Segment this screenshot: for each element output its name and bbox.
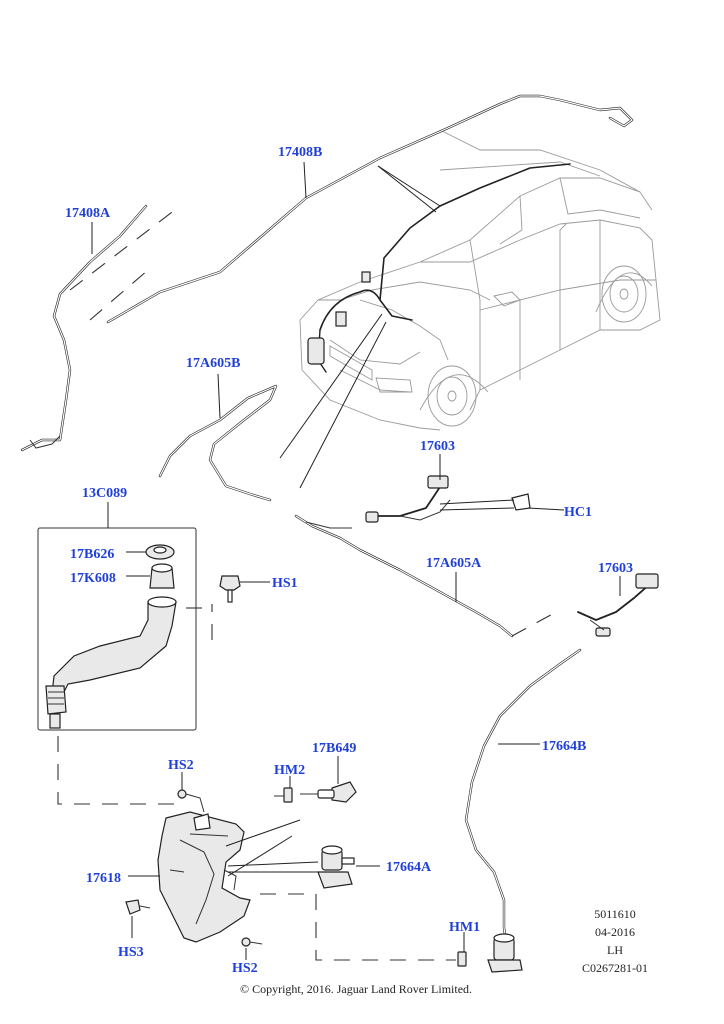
pump-17664A[interactable] [317, 845, 355, 889]
dash-route-bottom [260, 893, 456, 961]
callout-17664A[interactable]: 17664A [386, 860, 432, 875]
callout-HC1[interactable]: HC1 [564, 505, 592, 520]
callout-17664B[interactable]: 17664B [542, 739, 586, 754]
callout-17B626[interactable]: 17B626 [70, 547, 114, 562]
hose-17408B[interactable] [106, 94, 634, 324]
dash-17408A [69, 205, 181, 291]
connector-HM1[interactable] [457, 951, 467, 967]
dash-17A605A [511, 609, 561, 637]
hose-17664B[interactable] [464, 648, 582, 942]
callout-HS3[interactable]: HS3 [118, 945, 144, 960]
dash-17408A-2 [89, 269, 149, 321]
clip-HS1[interactable] [219, 575, 241, 603]
leader-roof [377, 165, 441, 207]
hose-17A605B[interactable] [158, 384, 278, 502]
callout-17K608[interactable]: 17K608 [70, 571, 116, 586]
filter-17K608[interactable] [149, 563, 175, 589]
ref-line-4: C0267281-01 [582, 961, 648, 975]
filler-neck-13C089[interactable] [45, 596, 177, 729]
hose-17A605A[interactable] [294, 514, 514, 638]
connector-17603-top[interactable] [365, 475, 451, 523]
clip-HS2-top[interactable] [177, 789, 205, 813]
leader-HC1 [439, 499, 565, 511]
reference-block: 5011610 04-2016 LH C0267281-01 [582, 907, 648, 975]
callout-17618[interactable]: 17618 [86, 871, 121, 886]
cap-17B626[interactable] [145, 544, 175, 560]
callout-HS2-top[interactable]: HS2 [168, 758, 194, 773]
callout-labels: 17408B 17408A 17A605B 17603 HC1 13C089 1… [65, 145, 633, 976]
reservoir-17618[interactable] [157, 811, 251, 943]
clip-HS2-bottom[interactable] [241, 937, 263, 947]
callout-HM1[interactable]: HM1 [449, 920, 480, 935]
ref-line-1: 5011610 [594, 907, 636, 921]
hose-17408A[interactable] [20, 204, 148, 452]
vehicle-illustration [299, 129, 661, 431]
assembly-box-13C089 [37, 527, 197, 731]
pump-rear[interactable] [487, 933, 523, 973]
leader-17618-pump [225, 819, 319, 877]
leader-roof-2 [377, 165, 437, 213]
callout-17603-right[interactable]: 17603 [598, 561, 633, 576]
callout-17408A[interactable]: 17408A [65, 206, 111, 221]
ref-line-2: 04-2016 [595, 925, 635, 939]
valve-17B649[interactable] [300, 781, 357, 803]
connector-HM2[interactable] [274, 787, 293, 803]
callout-13C089[interactable]: 13C089 [82, 486, 127, 501]
callout-HS2-bottom[interactable]: HS2 [232, 961, 258, 976]
callout-17603-top[interactable]: 17603 [420, 439, 455, 454]
connector-HC1[interactable] [511, 493, 531, 511]
callout-17A605A[interactable]: 17A605A [426, 556, 482, 571]
callout-17A605B[interactable]: 17A605B [186, 356, 240, 371]
leader-bay-1 [279, 313, 383, 459]
callout-17408B[interactable]: 17408B [278, 145, 322, 160]
copyright-notice: © Copyright, 2016. Jaguar Land Rover Lim… [240, 982, 472, 996]
leader-17A605B [217, 373, 221, 419]
leader-17408B [303, 161, 307, 199]
leader-bay-2 [299, 321, 387, 489]
vehicle-washer-hoses [307, 163, 571, 373]
connector-17603-right[interactable] [577, 573, 659, 637]
clip-HS3[interactable] [125, 899, 151, 915]
ref-line-3: LH [607, 943, 623, 957]
dash-route-left [57, 736, 180, 805]
callout-HM2[interactable]: HM2 [274, 763, 305, 778]
callout-17B649[interactable]: 17B649 [312, 741, 356, 756]
callout-HS1[interactable]: HS1 [272, 576, 298, 591]
